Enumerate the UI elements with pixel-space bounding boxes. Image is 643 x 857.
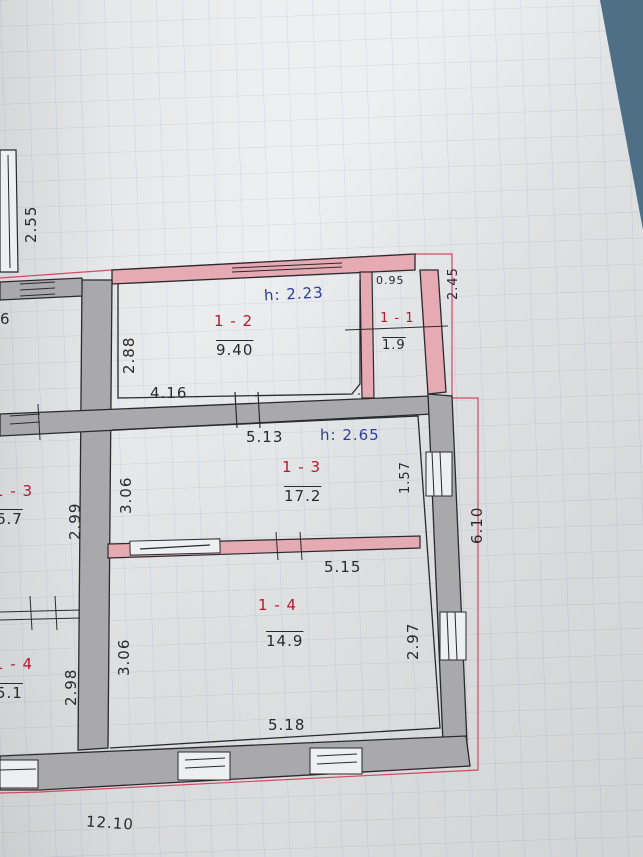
dim-4-16: 4.16	[150, 384, 187, 402]
dim-5-18: 5.18	[268, 716, 305, 734]
dim-12-10: 12.10	[85, 812, 134, 833]
room-1-3-area: 17.2	[284, 487, 321, 505]
dim-6-10: 6.10	[468, 507, 486, 544]
height-middle: h: 2.65	[320, 426, 380, 444]
room-1-3-number: 1 - 3	[282, 458, 321, 476]
room-1-2-area: 9.40	[216, 341, 253, 359]
partial-room-1-3-number: 1 - 3	[0, 482, 33, 500]
room-1-4-area: 14.9	[266, 632, 303, 650]
dim-2-88: 2.88	[120, 337, 138, 374]
dim-2-99: 2.99	[66, 503, 84, 540]
dim-1-57: 1.57	[398, 461, 413, 494]
wall-partition-1-2	[360, 272, 374, 398]
partial-room-1-3-area: 6.7	[0, 510, 23, 528]
dim-2-98: 2.98	[62, 669, 80, 706]
room-1-2-number: 1 - 2	[214, 312, 253, 330]
partial-room-1-4-number: 1 - 4	[0, 655, 33, 673]
dim-2-55: 2.55	[22, 206, 40, 243]
dim-5-15: 5.15	[324, 558, 361, 576]
dim-0-95: 0.95	[376, 274, 405, 287]
dim-5-13: 5.13	[246, 428, 283, 446]
partial-room-area-top: 6	[0, 310, 11, 328]
dim-3-06-lower: 3.06	[115, 639, 133, 676]
dim-2-45: 2.45	[446, 267, 461, 300]
room-1-1-area: 1.9	[382, 338, 406, 353]
room-1-4-number: 1 - 4	[258, 596, 297, 614]
partial-room-1-4-area: 5.1	[0, 684, 23, 702]
room-1-1-number: 1 - 1	[380, 311, 415, 326]
height-upper: h: 2.23	[264, 283, 325, 304]
dim-2-97: 2.97	[404, 623, 422, 660]
dim-3-06-upper: 3.06	[117, 477, 135, 514]
